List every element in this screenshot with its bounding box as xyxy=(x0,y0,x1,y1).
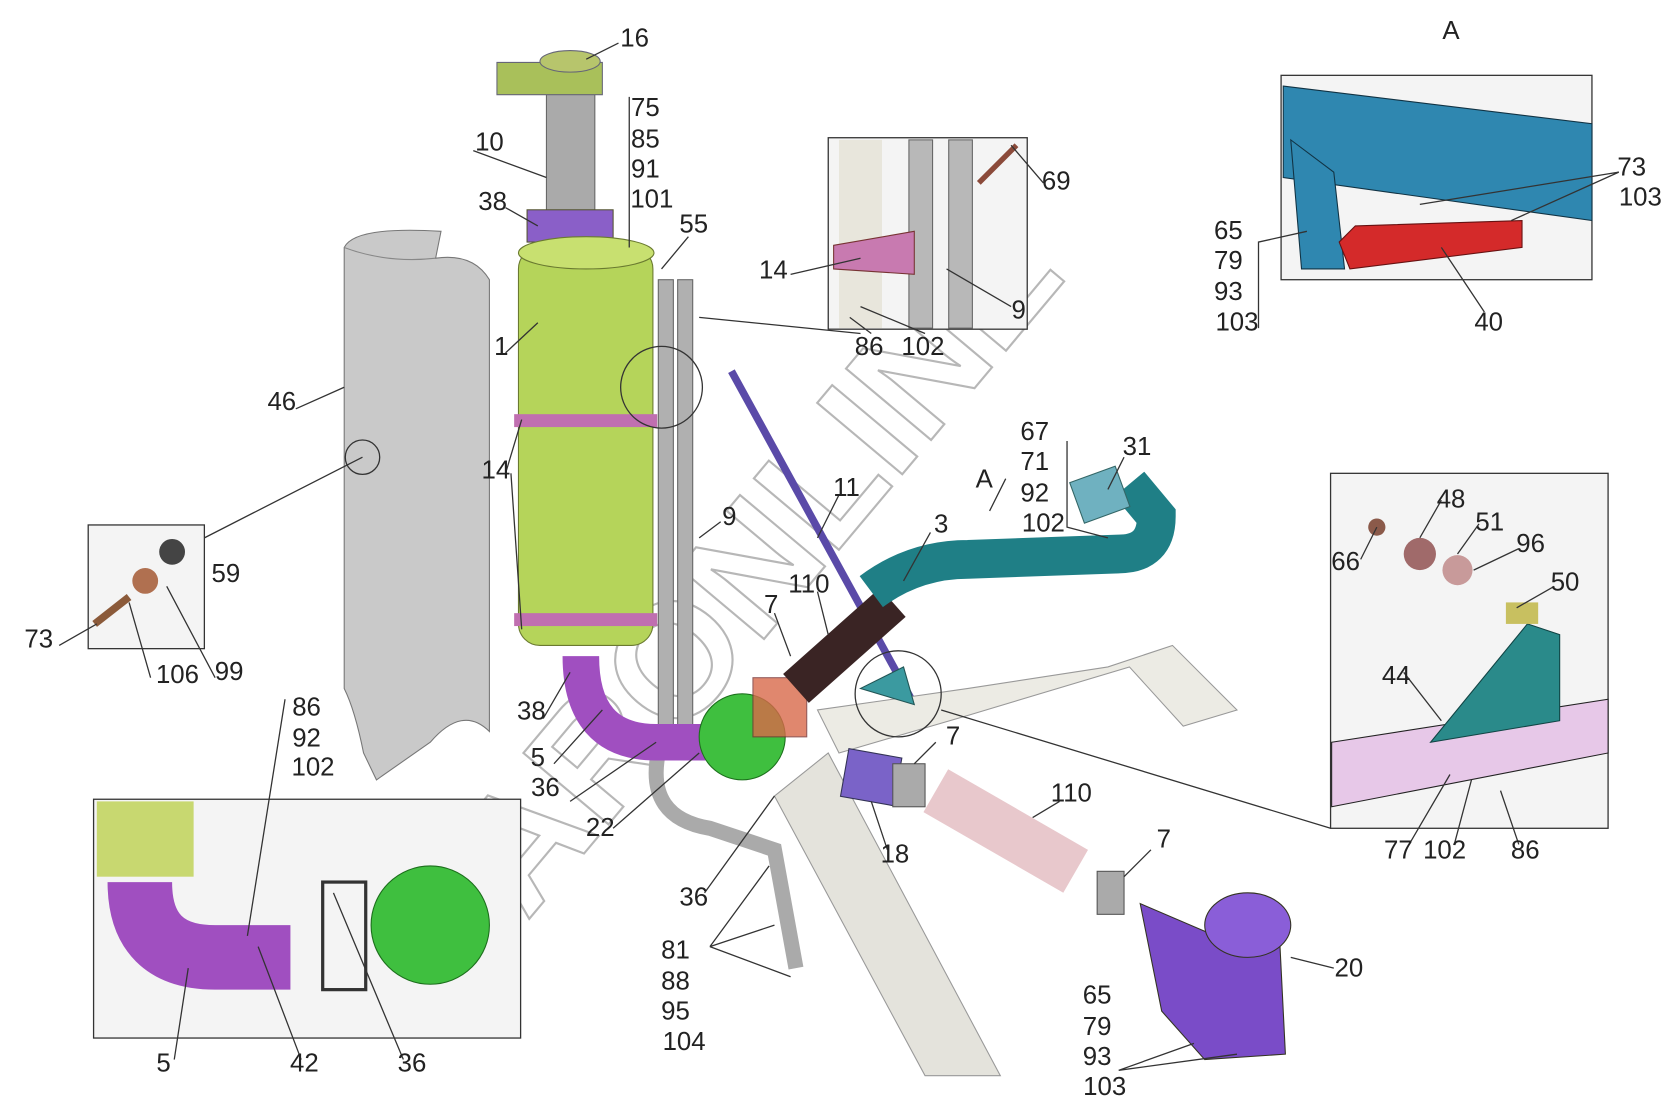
callout: 7 xyxy=(946,722,960,750)
callout: 5 xyxy=(156,1049,170,1077)
callout: 69 xyxy=(1042,167,1071,195)
callout: 75 xyxy=(631,94,660,122)
callout: 11 xyxy=(833,474,860,502)
callout: 44 xyxy=(1382,662,1411,690)
callout: 92 xyxy=(1020,479,1049,507)
callout: 93 xyxy=(1083,1043,1112,1071)
callout: 93 xyxy=(1214,278,1243,306)
callout: 65 xyxy=(1214,217,1243,245)
callout: 55 xyxy=(679,210,708,238)
callout: 110 xyxy=(1051,779,1092,807)
callout: 103 xyxy=(1083,1073,1126,1101)
callout: 36 xyxy=(679,884,708,912)
callout: 77 xyxy=(1384,836,1413,864)
clamp xyxy=(1096,870,1125,915)
callout: 79 xyxy=(1083,1013,1112,1041)
callout: 7 xyxy=(1157,826,1171,854)
callout: 48 xyxy=(1437,486,1466,514)
callout: 96 xyxy=(1516,530,1545,558)
callout: 46 xyxy=(267,388,296,416)
flexible-pipe xyxy=(859,471,1176,608)
callout: 16 xyxy=(620,24,649,52)
callout: 5 xyxy=(531,744,545,772)
callout: 3 xyxy=(934,510,948,538)
callout: 36 xyxy=(398,1049,427,1077)
callout: 14 xyxy=(482,457,511,485)
pipe-110 xyxy=(923,769,1089,893)
clamp xyxy=(892,763,926,808)
callout: 9 xyxy=(1011,296,1025,324)
callout: 106 xyxy=(156,661,199,689)
callout: 103 xyxy=(1619,183,1662,211)
support-pipes xyxy=(619,279,804,970)
muffler-strap xyxy=(514,613,658,627)
callout: 31 xyxy=(1123,433,1152,461)
callout: 95 xyxy=(661,998,690,1026)
callout: 91 xyxy=(631,156,660,184)
callout: 67 xyxy=(1020,418,1049,446)
callout: 50 xyxy=(1551,569,1580,597)
callout: 51 xyxy=(1475,508,1504,536)
leader-lines xyxy=(58,42,1620,1071)
stay-rod xyxy=(728,369,918,707)
callout: 18 xyxy=(881,841,910,869)
callout: 20 xyxy=(1335,955,1364,983)
callout: 86 xyxy=(292,693,321,721)
callout: 99 xyxy=(215,658,244,686)
exhaust-brake xyxy=(698,677,808,781)
callout: 103 xyxy=(1215,308,1258,336)
callout: 102 xyxy=(1022,509,1065,537)
callout: 22 xyxy=(586,814,615,842)
callout: 36 xyxy=(531,774,560,802)
inlet-pipe xyxy=(562,655,710,761)
callout: 40 xyxy=(1474,308,1503,336)
callout: 102 xyxy=(901,333,944,361)
callout: 14 xyxy=(759,257,788,285)
callout: 71 xyxy=(1020,448,1049,476)
callout: 86 xyxy=(1511,836,1540,864)
detail-circle xyxy=(344,439,381,476)
callout: 42 xyxy=(290,1049,319,1077)
callout: 65 xyxy=(1083,982,1112,1010)
callout: 38 xyxy=(478,188,507,216)
flange xyxy=(1069,465,1131,524)
detail-inset-bracket xyxy=(827,137,1028,330)
callout: 10 xyxy=(475,129,504,157)
view-marker-a: A xyxy=(976,465,994,493)
heat-shield xyxy=(343,229,490,781)
detail-inset-a xyxy=(1280,74,1593,281)
muffler-strap xyxy=(514,414,658,428)
callout: 104 xyxy=(663,1028,706,1056)
callout: 85 xyxy=(631,125,660,153)
callout: 102 xyxy=(291,754,334,782)
callout: 101 xyxy=(630,186,673,214)
chassis-frame xyxy=(773,644,1239,1077)
callout-labels: 16 75 85 91 101 10 38 55 1 46 14 11 9 59… xyxy=(24,17,1662,1101)
callout: 38 xyxy=(517,698,546,726)
muffler xyxy=(514,236,658,646)
callout: 88 xyxy=(661,968,690,996)
callout: 66 xyxy=(1331,548,1360,576)
callout: 81 xyxy=(661,936,690,964)
tail-outlet xyxy=(1139,892,1292,1061)
flex-hose xyxy=(783,587,906,703)
callout: 73 xyxy=(1617,153,1646,181)
callout: 92 xyxy=(292,725,321,753)
callout: 110 xyxy=(788,571,829,599)
callout: 102 xyxy=(1423,836,1466,864)
detail-inset-mount xyxy=(1329,472,1609,829)
callout: 9 xyxy=(722,503,736,531)
detail-inset-washers xyxy=(87,524,206,650)
callout: 86 xyxy=(855,333,884,361)
callout: 73 xyxy=(24,626,53,654)
inset-title-a: A xyxy=(1442,17,1460,45)
callout: 79 xyxy=(1214,247,1243,275)
detail-inset-elbow xyxy=(92,798,522,1039)
callout: 1 xyxy=(494,333,508,361)
callout: 59 xyxy=(212,560,241,588)
callout: 7 xyxy=(764,591,778,619)
tail-pipe xyxy=(496,50,614,254)
